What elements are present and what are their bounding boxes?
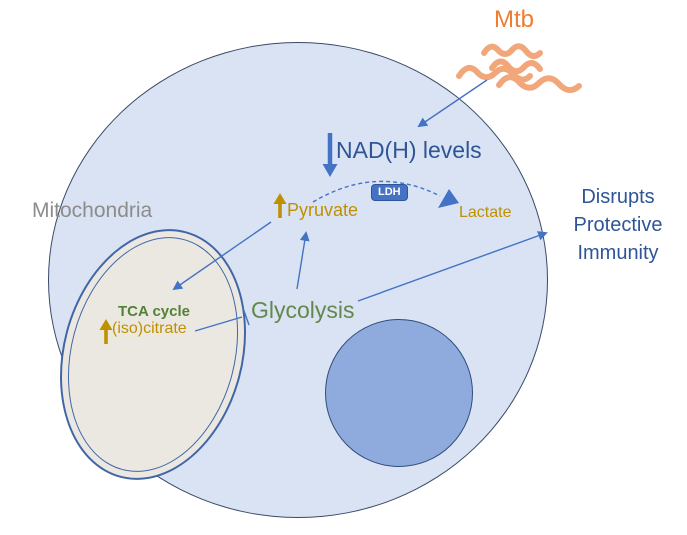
mtb-bacteria-icon bbox=[456, 43, 582, 93]
lactate-label: Lactate bbox=[459, 204, 512, 221]
pyruvate-label: Pyruvate bbox=[287, 200, 359, 220]
nucleus bbox=[325, 319, 473, 467]
disrupts-line-2: Protective bbox=[573, 214, 663, 236]
mtb-label: Mtb bbox=[494, 6, 535, 33]
disrupts-line-3: Immunity bbox=[577, 242, 659, 264]
isocitrate-label: (iso)citrate bbox=[112, 320, 187, 337]
nad-levels-label: NAD(H) levels bbox=[336, 137, 482, 163]
disrupts-line-1: Disrupts bbox=[581, 186, 655, 208]
mitochondria-label: Mitochondria bbox=[32, 199, 153, 222]
glycolysis-label: Glycolysis bbox=[251, 297, 355, 323]
ldh-badge: LDH bbox=[371, 184, 408, 201]
disrupts-immunity-label: Disrupts Protective Immunity bbox=[557, 183, 679, 267]
tca-cycle-label: TCA cycle bbox=[118, 303, 190, 320]
